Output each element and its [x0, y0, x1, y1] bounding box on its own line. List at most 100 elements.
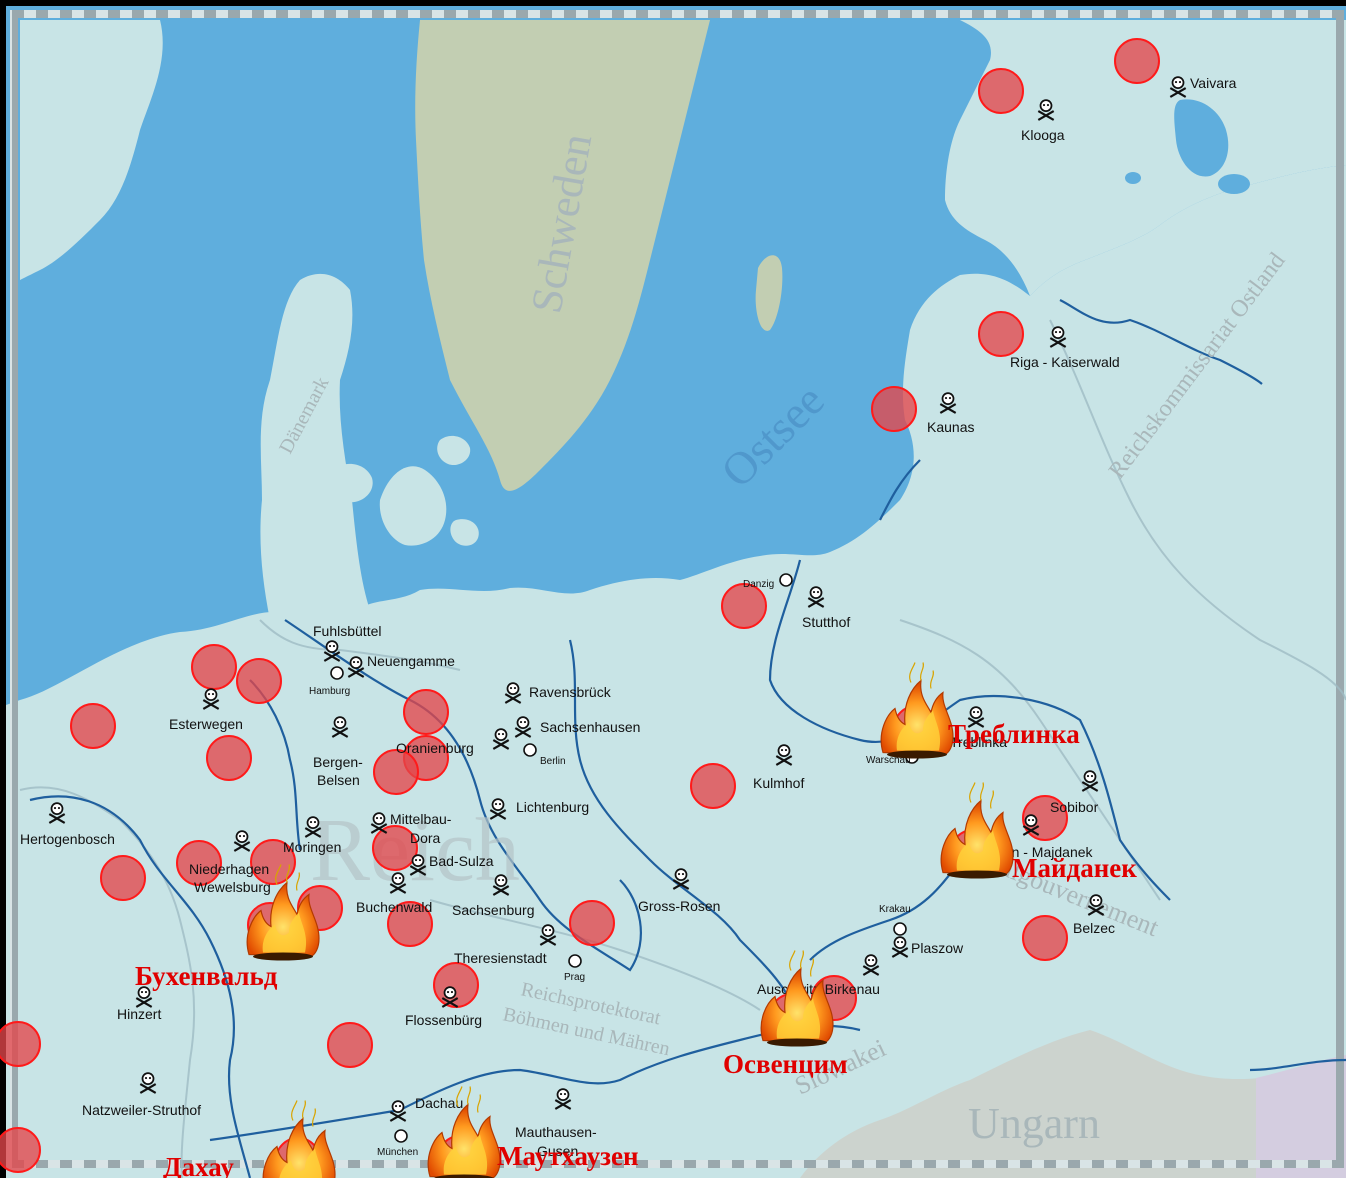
camp-label: Bad-Sulza [429, 853, 494, 869]
camp-label: Ravensbrück [529, 684, 612, 700]
annotation-labels: Треблинка Майданек Бухенвальд Освенцим Д… [135, 719, 1137, 1178]
marker-circle [387, 901, 433, 947]
city-label: München [377, 1147, 418, 1158]
camp-label: Dachau [415, 1095, 463, 1111]
marker-circle [403, 689, 449, 735]
river-daugava [1059, 299, 1263, 385]
city-dot [568, 954, 582, 968]
region-ungarn: Ungarn [968, 1099, 1100, 1148]
camp-label: Mauthausen- [515, 1124, 597, 1140]
camp-label: Flossenbürg [405, 1012, 482, 1028]
camp-label: Wewelsburg [194, 879, 271, 895]
city-label: Krakau [879, 904, 911, 915]
lake-small-1 [1218, 174, 1250, 194]
marker-circle [70, 703, 116, 749]
camp-label: Hinzert [117, 1006, 161, 1022]
marker-circle [1022, 915, 1068, 961]
city-label: Danzig [743, 579, 774, 590]
city-dot [330, 666, 344, 680]
city-label: Berlin [540, 756, 566, 767]
camp-label: Natzweiler-Struthof [82, 1102, 201, 1118]
camp-label: Klooga [1021, 127, 1065, 143]
land-norway [20, 20, 163, 280]
marker-circle [978, 311, 1024, 357]
marker-circle [978, 68, 1024, 114]
marker-circle [372, 825, 418, 871]
land-hungary [800, 1030, 1260, 1178]
city-label: Prag [564, 972, 585, 983]
annotation-label: Бухенвальд [135, 961, 278, 991]
camp-label: Niederhagen [189, 861, 269, 877]
camp-label: Belzec [1073, 920, 1115, 936]
marker-circle [433, 962, 479, 1008]
marker-layer [0, 38, 1160, 1178]
marker-circle [1114, 38, 1160, 84]
land-zealand [379, 466, 447, 546]
camp-label: Gross-Rosen [638, 898, 720, 914]
lake-peipus [1174, 99, 1229, 177]
city-label: Hamburg [309, 686, 350, 697]
river-elbe [284, 619, 642, 972]
camp-label: Kulmhof [753, 775, 804, 791]
marker-circle [690, 763, 736, 809]
camp-label: Vaivara [1190, 75, 1237, 91]
city-dot [779, 573, 793, 587]
land-sweden [415, 20, 710, 491]
camp-label: Sobibor [1050, 799, 1099, 815]
camp-label: Oranienburg [396, 740, 474, 756]
city-dot [523, 743, 537, 757]
land-romania [1256, 1055, 1346, 1178]
land-gotland [755, 255, 783, 331]
marker-circle [871, 386, 917, 432]
camp-label: Fuhlsbüttel [313, 623, 381, 639]
marker-circle [206, 735, 252, 781]
land-jutland [260, 273, 370, 620]
city-dots [330, 573, 919, 1143]
camp-label: Dora [410, 830, 441, 846]
marker-circle [100, 855, 146, 901]
annotation-label: Освенцим [723, 1049, 848, 1079]
annotation-label: Майданек [1012, 853, 1137, 883]
camp-label: Buchenwald [356, 899, 432, 915]
land-baltics [945, 20, 1346, 296]
river-memel [879, 459, 921, 521]
river-vistula-south [809, 859, 961, 961]
land-island-small-2 [450, 519, 479, 546]
camp-label: Esterwegen [169, 716, 243, 732]
annotation-label: Маутхаузен [497, 1141, 639, 1171]
camp-label: Neuengamme [367, 653, 455, 669]
camp-label: Plaszow [911, 940, 964, 956]
camp-label: Kaunas [927, 419, 974, 435]
land-masses [6, 20, 1346, 1178]
lake-small-2 [1125, 172, 1141, 184]
camp-label: Mittelbau- [390, 811, 452, 827]
river-vistula [768, 559, 1171, 901]
land-mainland [6, 165, 1346, 1178]
marker-circle [0, 1127, 41, 1173]
river-danube [209, 1024, 861, 1142]
camp-label: Lichtenburg [516, 799, 589, 815]
camp-label: Stutthof [802, 614, 850, 630]
river-oder [568, 639, 791, 1001]
rivers [29, 299, 1346, 1178]
city-dot [394, 1129, 408, 1143]
camp-label: Treblinka [950, 734, 1007, 750]
marker-circle [236, 658, 282, 704]
camp-label: Moringen [283, 839, 341, 855]
river-danube-east [1249, 1058, 1346, 1072]
camp-label: Hertogenbosch [20, 831, 115, 847]
camp-label: Sachsenburg [452, 902, 535, 918]
marker-circle [721, 583, 767, 629]
camp-label: Sachsenhausen [540, 719, 640, 735]
city-label: Warschau [866, 755, 911, 766]
camp-label: Theresienstadt [454, 950, 547, 966]
camp-labels: Vaivara Klooga Riga - Kaiserwald Kaunas … [20, 75, 1237, 1159]
city-dot [893, 922, 907, 936]
marker-circle [327, 1022, 373, 1068]
camp-label: Gusen [537, 1143, 578, 1159]
camp-label: Bergen- [313, 754, 363, 770]
marker-circle [250, 839, 296, 885]
river-rhine [29, 795, 252, 1178]
map-border [10, 10, 1344, 1168]
